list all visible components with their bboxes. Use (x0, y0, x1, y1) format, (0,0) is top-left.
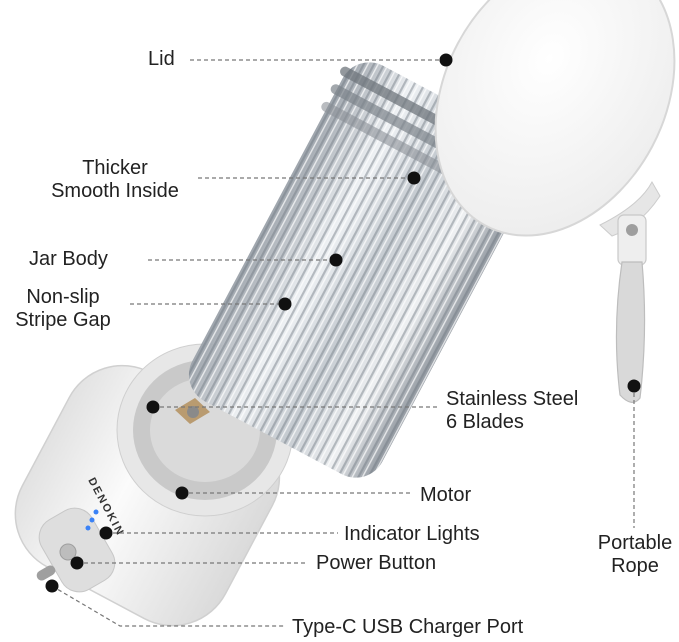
usb-port-icon (36, 565, 56, 581)
label-line: Portable (597, 532, 673, 554)
callout-dot-non-slip (278, 297, 292, 311)
label-line: 6 Blades (446, 411, 524, 433)
callout-dot-lights (99, 526, 113, 540)
label-portable-rope: Portable Rope (580, 532, 679, 578)
indicator-light-icon (85, 525, 91, 531)
label-non-slip-stripe-gap: Non-slip Stripe Gap (2, 286, 124, 332)
label-jar-body: Jar Body (29, 248, 108, 270)
indicator-light-icon (89, 517, 95, 523)
label-line: Non-slip (26, 286, 100, 308)
indicator-light-icon (93, 509, 99, 515)
power-button-icon (59, 543, 77, 561)
blades (175, 398, 210, 424)
portable-rope (615, 214, 647, 403)
label-motor: Motor (420, 484, 472, 506)
callout-dot-thicker (407, 171, 421, 185)
label-stainless-steel-blades: Stainless Steel 6 Blades (446, 388, 578, 434)
label-line: Rope (611, 555, 659, 577)
leader-line-port (51, 585, 286, 627)
callout-dot-port (45, 579, 59, 593)
callout-dot-motor (175, 486, 189, 500)
leader-lines (51, 59, 635, 627)
label-indicator-lights: Indicator Lights (344, 523, 480, 545)
label-line: Smooth Inside (51, 180, 179, 202)
callout-dot-jar-body (329, 253, 343, 267)
label-line: Stainless Steel (446, 388, 579, 410)
label-line: Stripe Gap (15, 309, 111, 331)
label-lid: Lid (148, 48, 175, 70)
callout-dot-blades (146, 400, 160, 414)
callout-dot-lid (439, 53, 453, 67)
lid (434, 0, 676, 237)
callout-dot-rope (627, 379, 641, 393)
callout-dot-power (70, 556, 84, 570)
label-power-button: Power Button (316, 552, 437, 574)
label-line: Thicker (82, 157, 148, 179)
label-type-c-port: Type-C USB Charger Port (292, 616, 524, 638)
label-thicker-smooth-inside: Thicker Smooth Inside (30, 157, 200, 203)
callout-dots (45, 53, 641, 593)
